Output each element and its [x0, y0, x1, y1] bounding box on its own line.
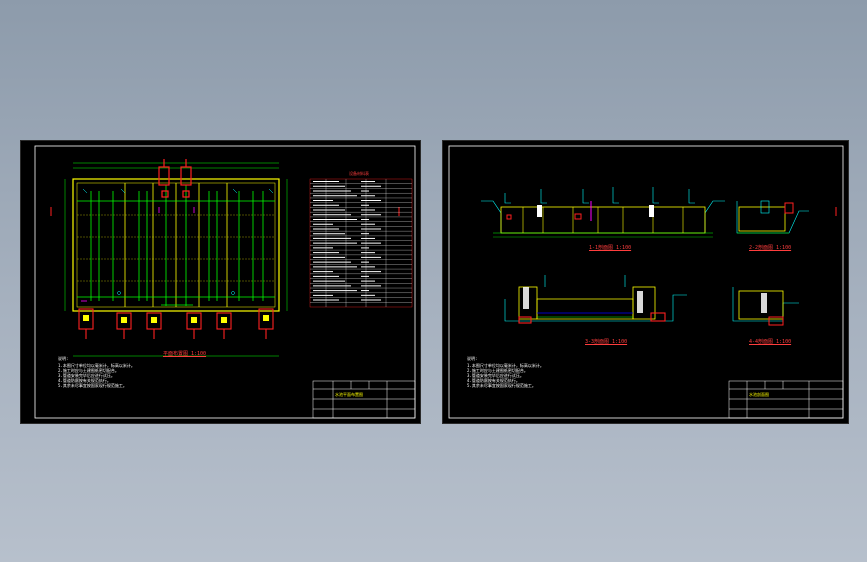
- valve-cores: [83, 315, 269, 323]
- note-line: 1.本图尺寸单位均以毫米计，标高以米计。: [467, 363, 544, 368]
- section-1-1: [481, 187, 725, 238]
- note-line: 1.本图尺寸单位均以毫米计，标高以米计。: [58, 363, 135, 368]
- notes-heading: 说明:: [58, 356, 69, 361]
- note-line: 2.施工时应与土建图纸密切配合。: [467, 368, 528, 373]
- section-title-4: 4-4剖面图 1:100: [749, 339, 792, 345]
- valve-group-bottom: [78, 308, 274, 339]
- note-line: 4.管道防腐按有关规范执行。: [58, 378, 111, 383]
- note-line: 2.施工时应与土建图纸密切配合。: [58, 368, 119, 373]
- plan-title: 平面布置图 1:100: [163, 351, 207, 357]
- annotation-marks: [82, 188, 274, 295]
- accent-lines: [81, 207, 195, 302]
- pool-wall: [72, 178, 280, 312]
- drawing-sheet-left[interactable]: 平面布置图 1:100 设备材料表 说明: 1.本图尺寸单位均以毫米计，标高以米…: [20, 140, 421, 424]
- section-drawing: [448, 145, 844, 419]
- pipe-network: [77, 185, 275, 306]
- valve-group-top: [158, 159, 192, 198]
- section-title-3: 3-3剖面图 1:100: [585, 339, 628, 345]
- plan-drawing: [34, 145, 416, 419]
- notes-list: 1.本图尺寸单位均以毫米计，标高以米计。2.施工时应与土建图纸密切配合。3.管道…: [58, 363, 135, 388]
- title-block: [312, 380, 416, 419]
- section-title-2: 2-2剖面图 1:100: [749, 245, 792, 251]
- drawing-sheet-right[interactable]: 1-1剖面图 1:100 2-2剖面图 1:100 3-3剖面图 1:100 4…: [442, 140, 849, 424]
- table-title: 设备材料表: [349, 171, 369, 176]
- note-line: 5.其余未尽事宜按国家现行规范施工。: [58, 383, 127, 388]
- notes-heading: 说明:: [467, 356, 478, 361]
- note-line: 5.其余未尽事宜按国家现行规范施工。: [467, 383, 536, 388]
- title-block-name: 水池平面布置图: [335, 392, 363, 397]
- section-4-4: [732, 287, 799, 326]
- section-title-1: 1-1剖面图 1:100: [589, 245, 632, 251]
- note-line: 3.管道安装完毕后应进行试压。: [467, 373, 524, 378]
- section-2-2: [736, 200, 809, 234]
- notes-list: 1.本图尺寸单位均以毫米计，标高以米计。2.施工时应与土建图纸密切配合。3.管道…: [467, 363, 544, 388]
- title-block-name: 水池剖面图: [749, 392, 769, 397]
- sheet-frame: [448, 145, 844, 419]
- title-block: [728, 380, 844, 419]
- note-line: 4.管道防腐按有关规范执行。: [467, 378, 520, 383]
- note-line: 3.管道安装完毕后应进行试压。: [58, 373, 115, 378]
- equipment-table: [309, 178, 413, 308]
- sheet-frame: [34, 145, 416, 419]
- section-3-3: [504, 275, 687, 324]
